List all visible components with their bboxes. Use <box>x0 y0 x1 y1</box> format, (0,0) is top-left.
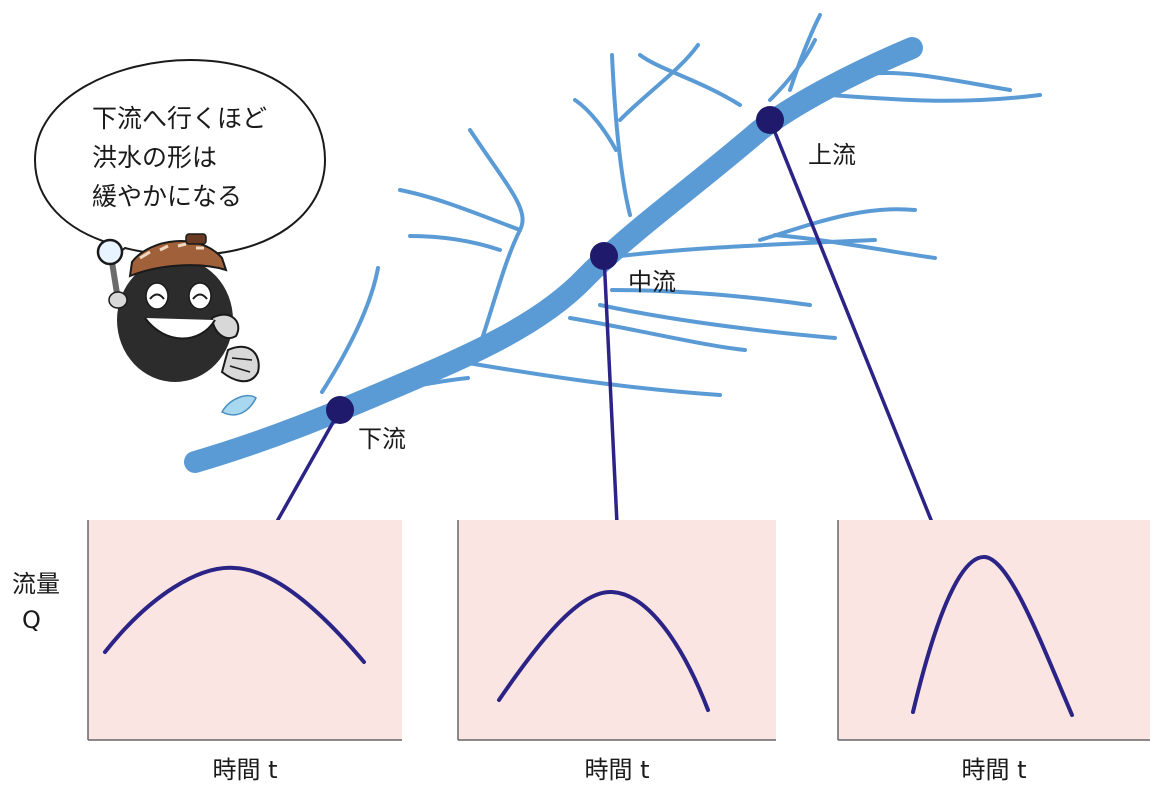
bubble-line-3: 緩やかになる <box>92 182 242 211</box>
x-axis-label-midstream: 時間 t <box>584 756 649 784</box>
magnifying-glass-icon <box>96 238 128 309</box>
river-network <box>184 13 1042 473</box>
arrow-midstream <box>602 255 628 567</box>
curve-upstream <box>911 555 1074 717</box>
water-drop-icon <box>220 394 257 416</box>
label-downstream: 下流 <box>358 425 406 453</box>
point-upstream <box>756 106 784 134</box>
point-midstream <box>590 242 618 270</box>
y-axis-label-line2: Q <box>22 606 41 634</box>
arrow-upstream <box>768 119 951 564</box>
bubble-line-1: 下流へ行くほど <box>92 104 267 133</box>
x-axis-label-downstream: 時間 t <box>212 756 277 784</box>
label-upstream: 上流 <box>808 141 856 169</box>
curve-downstream <box>103 565 366 664</box>
arrows <box>256 119 951 567</box>
observation-points <box>326 106 784 424</box>
label-midstream: 中流 <box>628 268 676 296</box>
curve-midstream <box>497 589 710 712</box>
y-axis-label-line1: 流量 <box>12 570 60 598</box>
hydrograph-upstream <box>837 520 1150 741</box>
bubble-line-2: 洪水の形は <box>92 143 217 172</box>
mascot-fish-icon <box>96 233 260 416</box>
point-downstream <box>326 396 354 424</box>
hydrograph-downstream <box>87 520 402 741</box>
hydrograph-midstream <box>457 520 776 741</box>
x-axis-label-upstream: 時間 t <box>961 756 1026 784</box>
speech-bubble: 下流へ行くほど 洪水の形は 緩やかになる <box>33 58 327 265</box>
tributaries <box>296 13 1042 422</box>
